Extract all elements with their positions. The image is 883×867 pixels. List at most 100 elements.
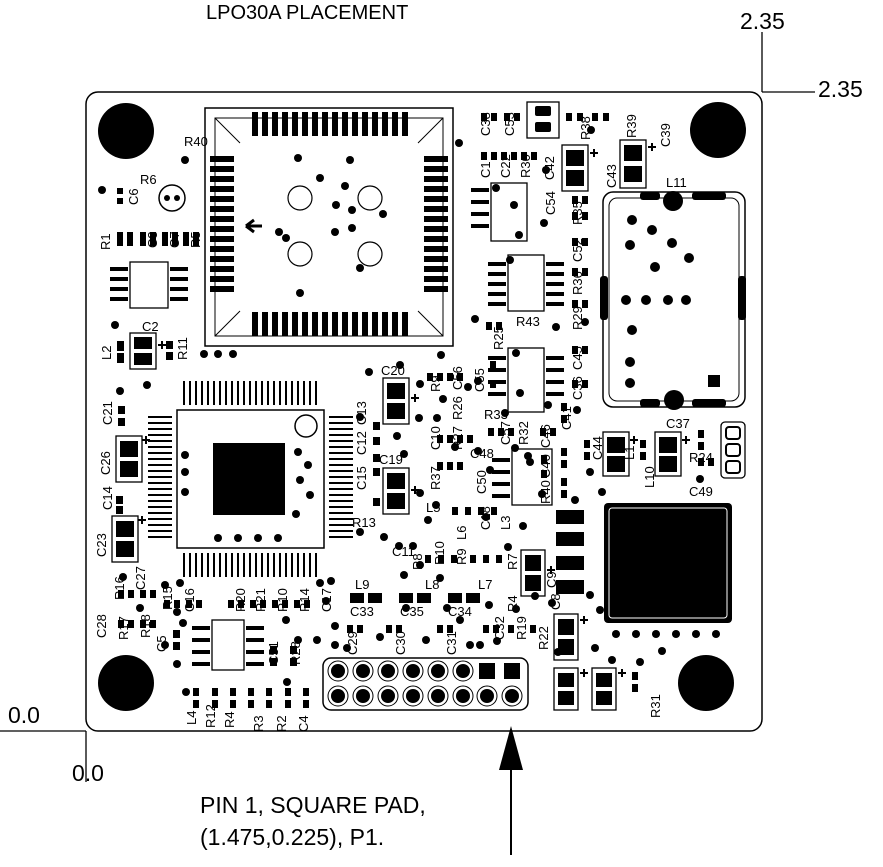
ref-l10: L10 [642,466,657,488]
ref-r11: R11 [175,337,190,360]
ref-r15: R15 [160,586,175,610]
ref-r40b: R40 [538,480,553,504]
ref-c41: C41 [559,406,574,430]
mounting-holes [98,102,746,711]
ref-r8: R8 [410,553,425,570]
dim-origin-x: 0.0 [72,760,104,786]
ref-c3: C3 [145,231,160,248]
polarity-marks [138,143,690,677]
ref-r14: R14 [297,588,312,612]
ref-r10b: R10 [432,541,447,565]
ref-c38: C38 [478,112,493,136]
ref-c27: C27 [133,566,148,590]
ref-c49: C49 [689,484,713,499]
ref-c36: C36 [570,376,585,400]
ref-c56: C56 [450,366,465,390]
qfp-u2 [148,381,353,577]
ref-c17: C17 [319,588,334,612]
dimension-lines [0,32,815,782]
ref-c53: C53 [502,112,517,136]
ref-r39: R39 [624,114,639,138]
ref-l11: L11 [666,175,687,190]
ref-c14: C14 [100,486,115,510]
ref-r6: R6 [140,172,157,187]
ref-c44: C44 [590,436,605,460]
ref-r1: R1 [98,233,113,250]
ref-r32: R32 [516,421,531,445]
ref-r13: R13 [352,515,376,530]
ref-c11: C11 [392,544,415,559]
pin1-arrow [499,726,523,855]
ref-r30: R30 [518,154,533,178]
ref-c4: C4 [296,715,311,732]
ref-r10: R10 [275,588,290,612]
ref-r25: R25 [491,326,506,350]
ref-c33: C33 [350,604,374,619]
ref-r9b: R9 [454,548,469,565]
ref-r24: R24 [689,450,713,465]
ref-c6: C6 [126,188,141,205]
ref-r21: R21 [253,588,268,612]
ref-c39: C39 [658,123,673,147]
ref-c10: C10 [428,426,443,450]
ref-r28: R28 [288,641,303,665]
ref-c37: C37 [666,416,690,431]
ref-r31: R31 [648,694,663,718]
ref-c32: C32 [492,616,507,640]
ref-c45: C45 [570,346,585,370]
ref-l4: L4 [184,711,199,725]
ref-r17: R17 [116,616,131,640]
reference-labels: R40 R6 C6 R1 C3 C7 R5 C2 L2 R11 C21 C26 … [94,112,713,732]
ref-c2: C2 [142,319,159,334]
ref-c54: C54 [543,191,558,215]
ref-c40: C40 [538,454,553,478]
ref-r3: R3 [251,715,266,732]
trimmer-r6 [158,184,186,212]
ref-r38: R38 [578,116,593,140]
ref-l3: L3 [498,516,513,530]
ref-r12: R12 [203,704,218,728]
ref-c8: C8 [548,593,563,610]
ref-r18: R18 [138,614,153,638]
ref-c9: C9 [544,571,559,588]
pin-header-p1 [322,657,529,711]
vias [98,126,704,696]
ref-c51: C51 [266,641,281,665]
ref-c26: C26 [98,451,113,475]
ref-r37: R37 [428,466,443,490]
ref-r27: R27 [450,426,465,450]
ref-r29: R29 [570,306,585,330]
ref-c43: C43 [604,164,619,188]
ref-c16: C16 [182,588,197,612]
module-u5 [604,503,732,638]
ref-l7: L7 [478,577,492,592]
ref-c30: C30 [393,631,408,655]
ref-c52: C52 [570,238,585,262]
ref-l9: L9 [355,577,369,592]
diagram-title: LPO30A PLACEMENT [206,2,409,24]
ref-l2: L2 [99,346,114,360]
ref-c15: C15 [354,466,369,490]
ref-r36: R36 [570,271,585,295]
ref-c1: C1 [478,161,493,178]
ref-r9: R9 [428,375,443,392]
ref-r16: R16 [112,576,127,600]
ref-c28: C28 [94,614,109,638]
ref-l8: L8 [425,577,439,592]
ref-c7: C7 [167,231,182,248]
qfp-socket-u1 [204,107,454,347]
ref-c13: C13 [354,401,369,425]
ref-r43: R43 [516,314,540,329]
ref-c50: C50 [474,470,489,494]
ref-c35: C35 [400,604,424,619]
ref-r26: R26 [450,396,465,420]
ref-c21: C21 [100,401,115,425]
ref-r40: R40 [184,134,208,149]
ref-c46: C46 [538,424,553,448]
passive-pads [116,113,714,708]
ref-r7: R7 [505,553,520,570]
ref-r4: R4 [222,711,237,728]
ref-c5: C5 [154,635,169,652]
ref-r20: R20 [233,588,248,612]
